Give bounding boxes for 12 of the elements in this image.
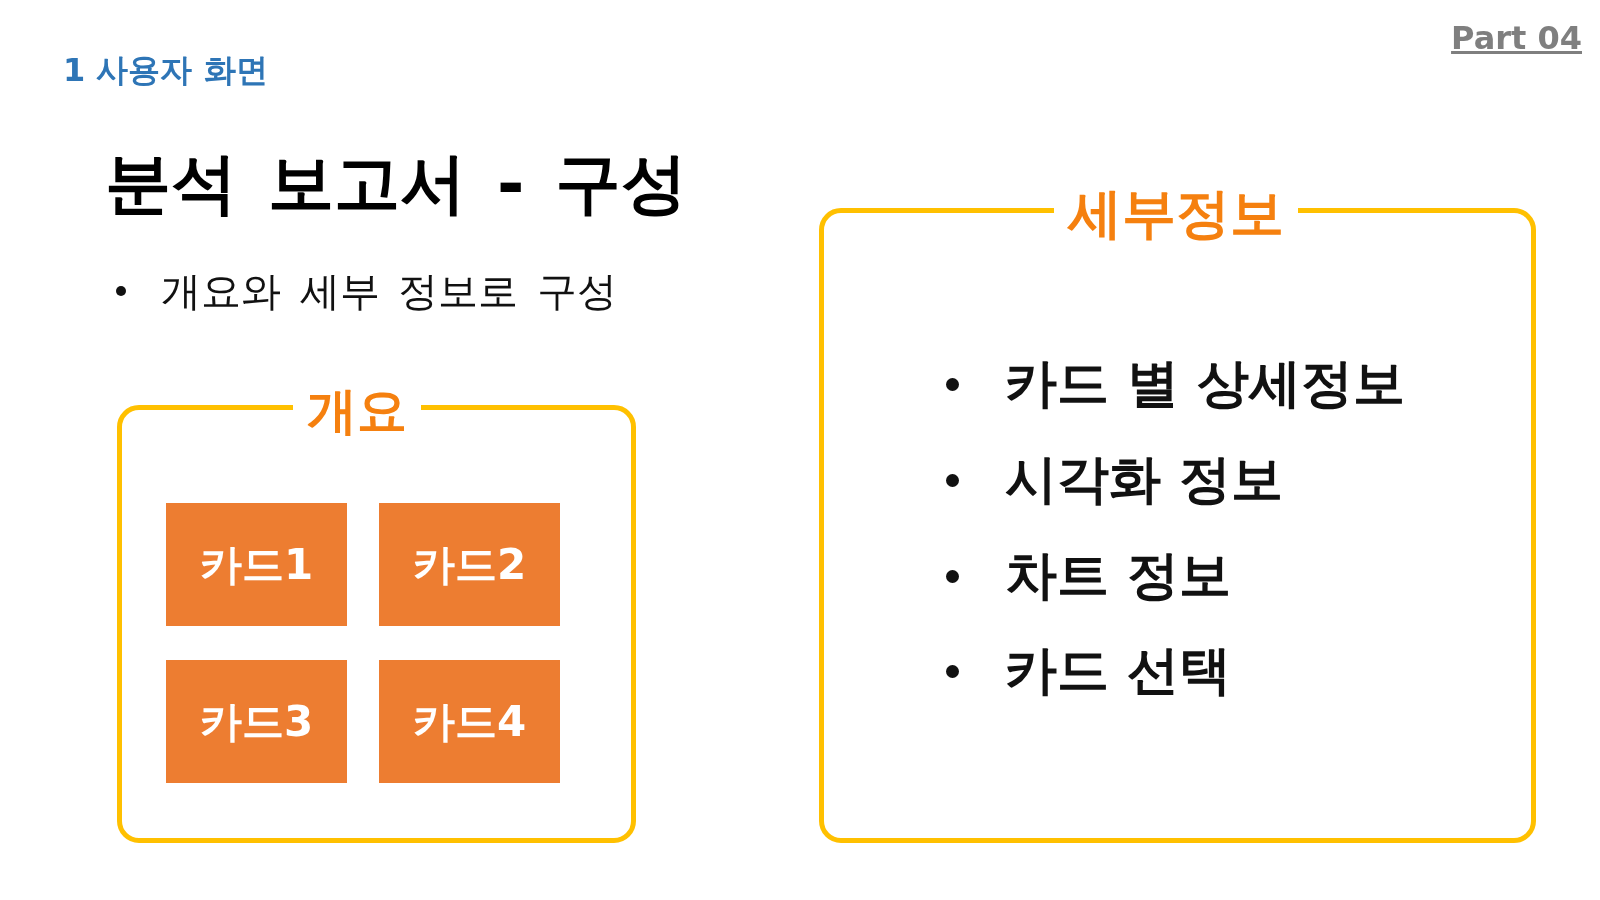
page-label: Part 04: [1451, 19, 1582, 57]
bullet-text: 카드 선택: [1005, 641, 1232, 701]
card-tile: 카드1: [166, 503, 347, 626]
card-tile: 카드2: [379, 503, 560, 626]
bullet-text: 개요와 세부 정보로 구성: [161, 268, 618, 314]
slide-title: 분석 보고서 - 구성: [105, 146, 688, 222]
bullet-text: 차트 정보: [1005, 546, 1232, 606]
bullet-text: 카드 별 상세정보: [1005, 354, 1406, 414]
card-tile: 카드3: [166, 660, 347, 783]
bullet-text: 시각화 정보: [1005, 450, 1284, 510]
section-heading: 1 사용자 화면: [63, 51, 268, 89]
card-tile: 카드4: [379, 660, 560, 783]
